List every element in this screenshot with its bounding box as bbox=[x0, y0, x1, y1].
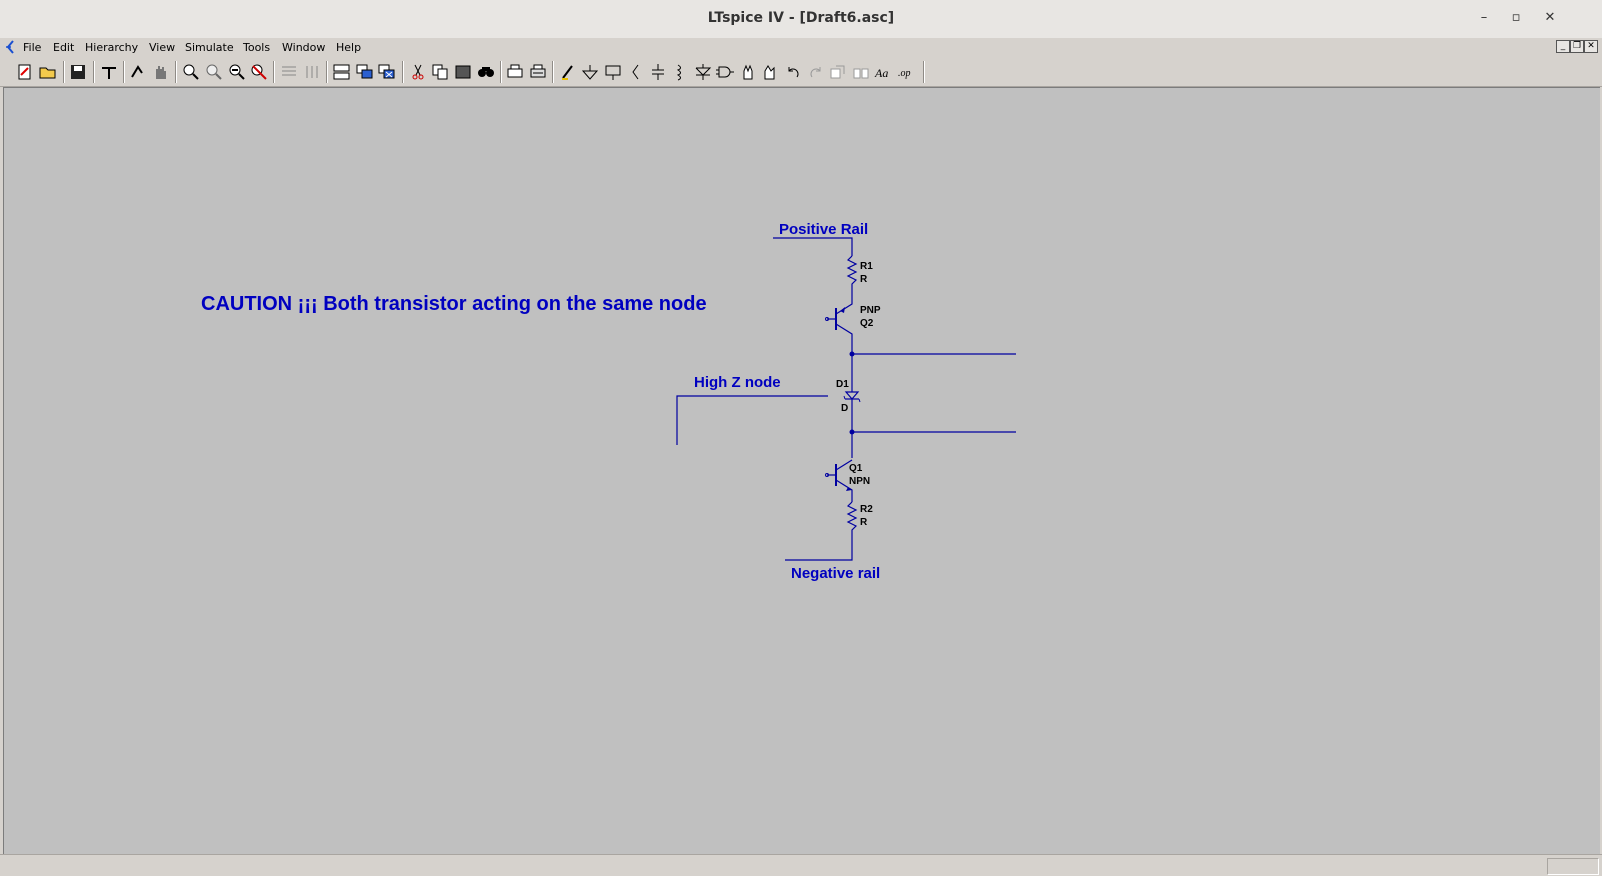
transistor-q1-npn[interactable] bbox=[825, 459, 853, 502]
menu-tools[interactable]: Tools bbox=[243, 41, 271, 54]
capacitor-icon[interactable] bbox=[648, 63, 668, 81]
window-title: LTspice IV - [Draft6.asc] bbox=[707, 10, 895, 26]
toolbar-separator bbox=[552, 61, 553, 83]
r2-ref: R2 bbox=[860, 504, 873, 515]
mdi-minimize-button[interactable]: _ bbox=[1556, 40, 1570, 53]
copy-icon[interactable] bbox=[430, 63, 450, 81]
new-schematic-icon[interactable] bbox=[15, 63, 35, 81]
schematic-canvas[interactable]: CAUTION ¡¡¡ Both transistor acting on th… bbox=[3, 87, 1600, 854]
autorange-x-icon[interactable] bbox=[279, 63, 299, 81]
wire-positive-rail[interactable] bbox=[773, 237, 853, 256]
wire-high-z-node[interactable] bbox=[676, 395, 828, 445]
run-icon[interactable] bbox=[128, 63, 148, 81]
save-icon[interactable] bbox=[68, 63, 88, 81]
mdi-restore-button[interactable]: ❐ bbox=[1570, 40, 1584, 53]
drag-icon[interactable] bbox=[760, 63, 780, 81]
menu-bar: File Edit Hierarchy View Simulate Tools … bbox=[0, 38, 1602, 58]
q1-ref: Q1 bbox=[849, 463, 863, 474]
print-icon[interactable] bbox=[528, 63, 548, 81]
menu-edit[interactable]: Edit bbox=[53, 41, 75, 54]
zoom-full-icon[interactable] bbox=[204, 63, 224, 81]
title-bar: LTspice IV - [Draft6.asc] – ▫ ✕ bbox=[0, 0, 1602, 39]
close-button[interactable]: ✕ bbox=[1544, 10, 1556, 25]
transistor-q2-pnp[interactable] bbox=[825, 296, 853, 354]
r2-value: R bbox=[860, 517, 868, 528]
paste-icon[interactable] bbox=[453, 63, 473, 81]
menu-window[interactable]: Window bbox=[282, 41, 326, 54]
maximize-button[interactable]: ▫ bbox=[1511, 10, 1521, 25]
menu-help[interactable]: Help bbox=[336, 41, 362, 54]
menu-view[interactable]: View bbox=[149, 41, 176, 54]
net-label-negative-rail[interactable]: Negative rail bbox=[791, 565, 880, 582]
q2-model: PNP bbox=[860, 305, 881, 316]
component-icon[interactable] bbox=[715, 63, 735, 81]
halt-icon[interactable] bbox=[151, 63, 171, 81]
zoom-out-icon[interactable] bbox=[227, 63, 247, 81]
toolbar-separator bbox=[273, 61, 274, 83]
svg-text:.op: .op bbox=[898, 68, 911, 79]
rotate-icon[interactable] bbox=[828, 63, 848, 81]
mirror-icon[interactable] bbox=[851, 63, 871, 81]
ground-icon[interactable] bbox=[580, 63, 600, 81]
ltspice-app-icon[interactable] bbox=[5, 40, 17, 54]
close-windows-icon[interactable] bbox=[377, 63, 397, 81]
toolbar-separator bbox=[123, 61, 124, 83]
text-icon[interactable]: Aa bbox=[873, 63, 893, 81]
cut-icon[interactable] bbox=[408, 63, 428, 81]
toolbar-separator bbox=[175, 61, 176, 83]
open-icon[interactable] bbox=[38, 63, 58, 81]
status-bar bbox=[0, 854, 1602, 876]
d1-ref: D1 bbox=[836, 379, 849, 390]
toolbar-separator bbox=[326, 61, 327, 83]
find-icon[interactable] bbox=[476, 63, 496, 81]
zoom-cancel-icon[interactable] bbox=[249, 63, 269, 81]
toolbar-separator bbox=[402, 61, 403, 83]
toolbar-separator bbox=[93, 61, 94, 83]
toolbar: Aa .op bbox=[0, 58, 1602, 87]
schematic-drawing[interactable]: CAUTION ¡¡¡ Both transistor acting on th… bbox=[4, 88, 1600, 854]
wire-icon[interactable] bbox=[558, 63, 578, 81]
resistor-r2[interactable] bbox=[785, 501, 858, 561]
menu-file[interactable]: File bbox=[23, 41, 42, 54]
diode-icon[interactable] bbox=[693, 63, 713, 81]
net-label-positive-rail[interactable]: Positive Rail bbox=[779, 221, 868, 238]
inductor-icon[interactable] bbox=[670, 63, 690, 81]
q1-model: NPN bbox=[849, 476, 870, 487]
control-panel-icon[interactable] bbox=[99, 63, 119, 81]
q2-ref: Q2 bbox=[860, 318, 874, 329]
move-icon[interactable] bbox=[738, 63, 758, 81]
svg-text:Aa: Aa bbox=[874, 66, 888, 80]
resistor-r1[interactable] bbox=[846, 255, 858, 296]
d1-value: D bbox=[841, 403, 848, 414]
caution-text[interactable]: CAUTION ¡¡¡ Both transistor acting on th… bbox=[201, 293, 707, 315]
print-setup-icon[interactable] bbox=[505, 63, 525, 81]
net-label-high-z-node[interactable]: High Z node bbox=[694, 374, 781, 391]
autorange-y-icon[interactable] bbox=[302, 63, 322, 81]
menu-hierarchy[interactable]: Hierarchy bbox=[85, 41, 139, 54]
cascade-icon[interactable] bbox=[355, 63, 375, 81]
redo-icon[interactable] bbox=[806, 63, 826, 81]
toolbar-separator bbox=[923, 61, 924, 83]
menu-simulate[interactable]: Simulate bbox=[185, 41, 234, 54]
resistor-icon[interactable] bbox=[626, 63, 646, 81]
mdi-close-button[interactable]: ✕ bbox=[1584, 40, 1598, 53]
undo-icon[interactable] bbox=[783, 63, 803, 81]
status-panel bbox=[1547, 858, 1599, 875]
toolbar-separator bbox=[63, 61, 64, 83]
toolbar-separator bbox=[500, 61, 501, 83]
r1-ref: R1 bbox=[860, 261, 873, 272]
zoom-in-icon[interactable] bbox=[181, 63, 201, 81]
spice-directive-icon[interactable]: .op bbox=[896, 63, 916, 81]
minimize-button[interactable]: – bbox=[1480, 10, 1488, 25]
tile-horizontal-icon[interactable] bbox=[332, 63, 352, 81]
r1-value: R bbox=[860, 274, 868, 285]
label-net-icon[interactable] bbox=[603, 63, 623, 81]
